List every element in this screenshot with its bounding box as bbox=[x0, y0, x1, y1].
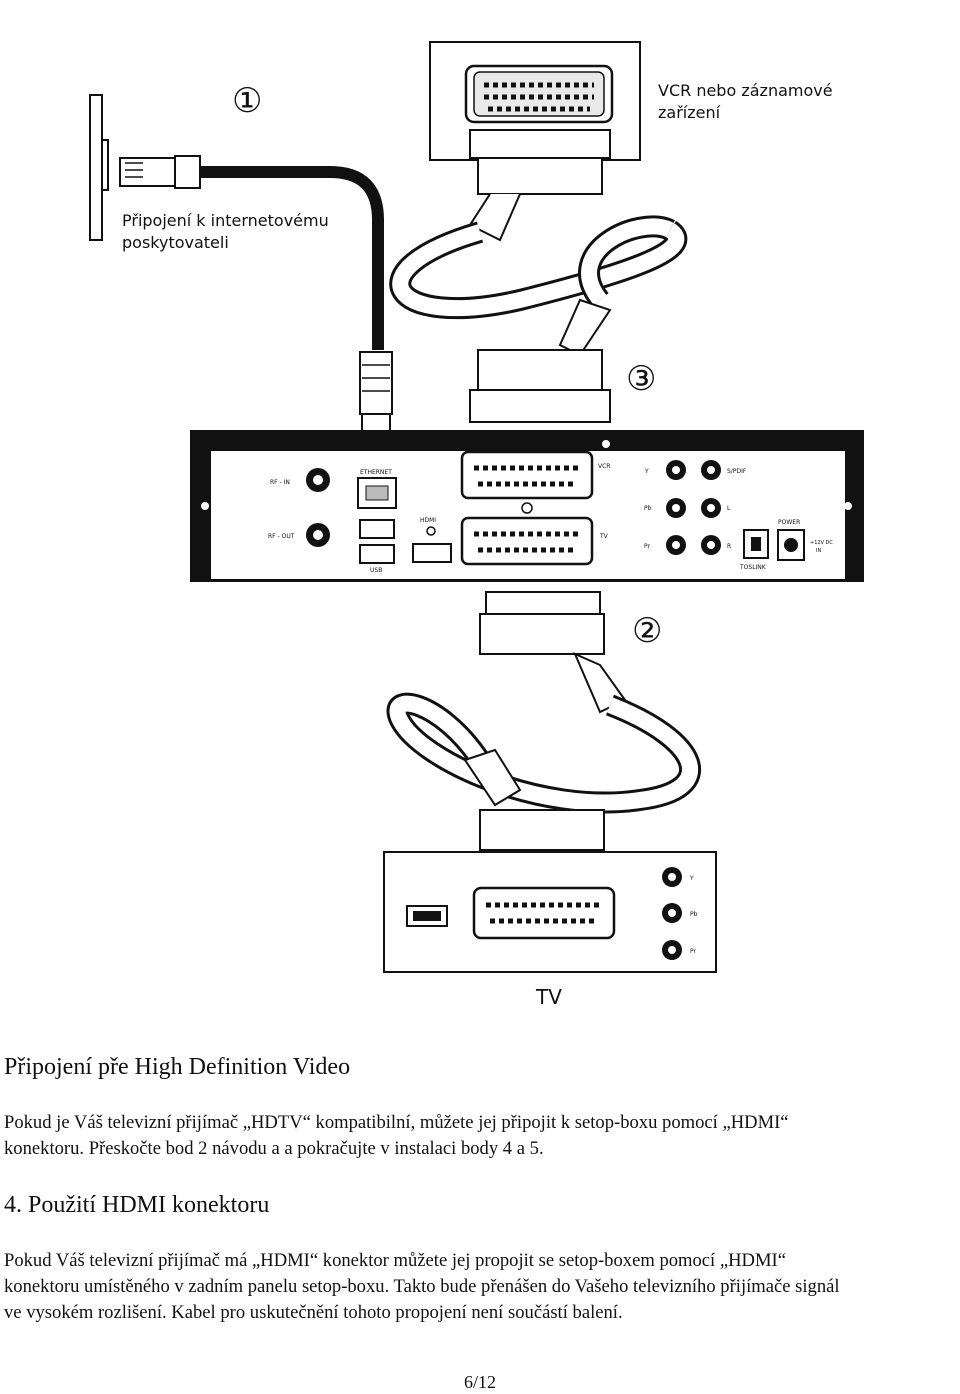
step-marker-1: ① bbox=[232, 81, 262, 121]
label-hdmi: HDMI bbox=[420, 517, 436, 524]
section-4: 4. Použití HDMI konektoru bbox=[4, 1190, 959, 1220]
label-pr: Pr bbox=[644, 543, 651, 550]
section-hd-heading: Připojení pře High Definition Video bbox=[4, 1054, 351, 1080]
scart-cable-tv bbox=[386, 591, 702, 851]
section-hd-line-2: konektoru. Přeskočte bod 2 návodu a a po… bbox=[4, 1138, 544, 1159]
label-ethernet: ETHERNET bbox=[360, 469, 392, 476]
tv-label-y: Y bbox=[689, 875, 694, 882]
isp-label-line-1: Připojení k internetovému bbox=[122, 211, 329, 230]
page-number: 6/12 bbox=[463, 1372, 496, 1392]
vcr-label-line-1: VCR nebo záznamové bbox=[658, 81, 833, 100]
label-rf-out: RF - OUT bbox=[268, 533, 295, 540]
section-hd-video: Připojení pře High Definition Video bbox=[4, 1052, 959, 1082]
label-pb: Pb bbox=[644, 505, 652, 512]
tv-label-pb: Pb bbox=[690, 911, 698, 918]
label-tv: TV bbox=[599, 533, 609, 540]
wall-plate bbox=[89, 94, 109, 241]
step-marker-3: ③ bbox=[626, 359, 656, 399]
label-y: Y bbox=[644, 468, 649, 475]
step-marker-2: ② bbox=[632, 611, 662, 651]
label-dc: +12V DC bbox=[810, 540, 833, 546]
vcr-label-line-2: zařízení bbox=[658, 103, 721, 122]
section-hd-line-1: Pokud je Váš televizní přijímač „HDTV“ k… bbox=[4, 1112, 789, 1133]
label-dc-in: IN bbox=[816, 548, 821, 554]
tv-device bbox=[383, 851, 717, 973]
tv-label-pr: Pr bbox=[690, 948, 697, 955]
section-hd-paragraph: Pokud je Váš televizní přijímač „HDTV“ k… bbox=[4, 1110, 959, 1162]
label-usb: USB bbox=[370, 567, 382, 574]
section-4-heading: 4. Použití HDMI konektoru bbox=[4, 1192, 270, 1218]
set-top-box-panel bbox=[190, 430, 864, 582]
label-r: R bbox=[727, 543, 731, 550]
label-toslink: TOSLINK bbox=[739, 564, 767, 571]
scart-cable-vcr bbox=[389, 129, 688, 423]
label-vcr: VCR bbox=[598, 463, 610, 470]
tv-label: TV bbox=[535, 985, 562, 1009]
section-4-paragraph: Pokud Váš televizní přijímač má „HDMI“ k… bbox=[4, 1248, 959, 1326]
section-4-line-2: konektoru umístěného v zadním panelu set… bbox=[4, 1276, 840, 1297]
label-l: L bbox=[727, 505, 731, 512]
section-4-line-3: ve vysokém rozlišení. Kabel pro uskutečn… bbox=[4, 1302, 623, 1323]
section-4-line-1: Pokud Váš televizní přijímač má „HDMI“ k… bbox=[4, 1250, 786, 1271]
label-spdif: S/PDIF bbox=[727, 468, 747, 475]
label-rf-in: RF - IN bbox=[270, 479, 290, 486]
ethernet-cable bbox=[119, 155, 393, 451]
isp-label-line-2: poskytovateli bbox=[122, 233, 229, 252]
label-power: POWER bbox=[778, 519, 800, 526]
connection-diagram: Připojení k internetovému poskytovateli … bbox=[89, 41, 864, 1009]
